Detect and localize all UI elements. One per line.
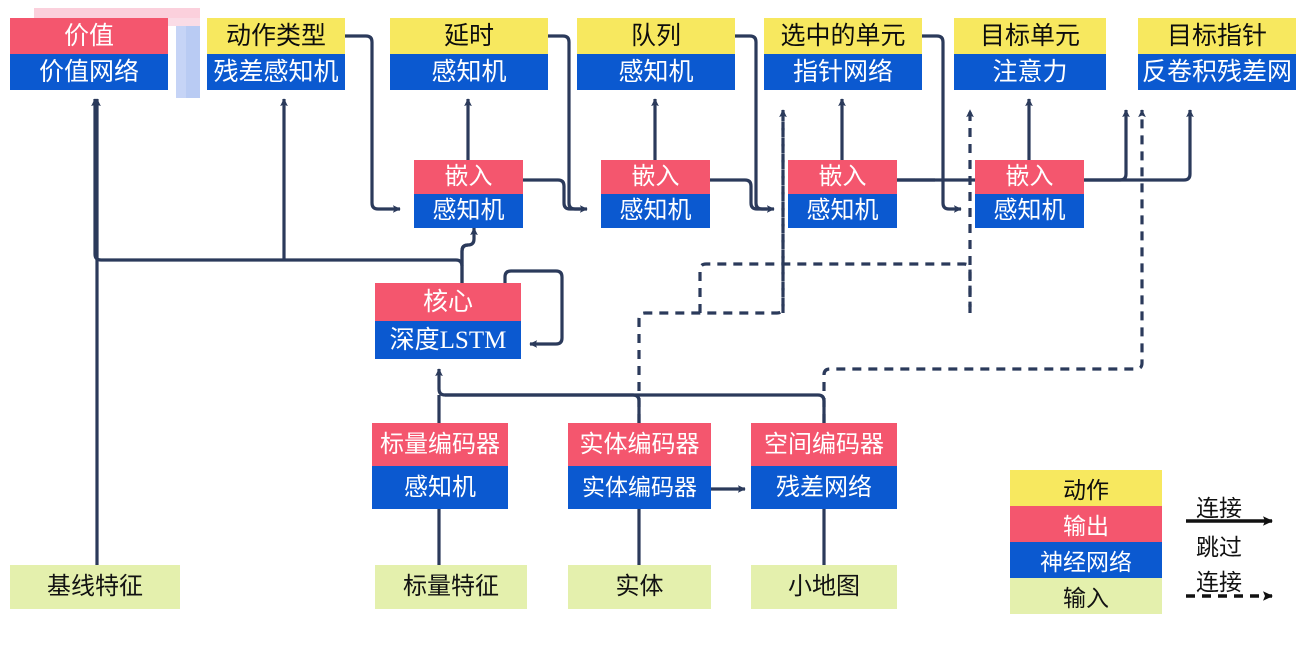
wire-embed1-to-embed2-link — [523, 178, 580, 211]
node-baseline-features-label: 基线特征 — [10, 565, 180, 609]
node-embed-2-output-row: 嵌入 — [601, 160, 710, 194]
node-embed-4-output-row: 嵌入 — [975, 160, 1084, 194]
node-embed-4[interactable]: 嵌入 感知机 — [975, 160, 1084, 228]
wire-spatialenc-to-core — [445, 393, 826, 423]
node-scalar-features-label: 标量特征 — [375, 565, 527, 609]
node-delay[interactable]: 延时 感知机 — [390, 18, 548, 90]
node-target-unit-network-row: 注意力 — [954, 54, 1106, 90]
node-delay-action-row: 延时 — [390, 18, 548, 54]
node-target-unit-action-row: 目标单元 — [954, 18, 1106, 54]
node-queue-network-row: 感知机 — [577, 54, 735, 90]
node-queue-action-row: 队列 — [577, 18, 735, 54]
wire-skip-entity-to-selectedunits — [637, 109, 787, 423]
node-delay-network-row: 感知机 — [390, 54, 548, 90]
node-baseline-features[interactable]: 基线特征 — [10, 565, 180, 609]
wire-core-up-stub — [460, 243, 469, 283]
wire-core-to-embed1 — [460, 227, 478, 283]
legend-swatch-input: 输入 — [1010, 578, 1162, 614]
wire-skip-spatial-to-targetpoint — [822, 109, 1146, 423]
node-scalar-encoder-output-row: 标量编码器 — [372, 423, 508, 466]
node-action-type[interactable]: 动作类型 残差感知机 — [207, 18, 345, 90]
legend-label-connection: 连接 — [1196, 496, 1242, 521]
node-spatial-encoder[interactable]: 空间编码器 残差网络 — [751, 423, 897, 509]
node-minimap[interactable]: 小地图 — [751, 565, 897, 609]
wire-embed2-to-embed3-link — [710, 178, 767, 211]
node-queue[interactable]: 队列 感知机 — [577, 18, 735, 90]
node-target-point-network-row: 反卷积残差网 — [1138, 54, 1296, 90]
node-scalar-features[interactable]: 标量特征 — [375, 565, 527, 609]
legend-swatch-output: 输出 — [1010, 506, 1162, 542]
node-spatial-encoder-network-row: 残差网络 — [751, 466, 897, 509]
node-embed-4-network-row: 感知机 — [975, 194, 1084, 228]
legend-swatch-network: 神经网络 — [1010, 542, 1162, 578]
node-entities-label: 实体 — [568, 565, 711, 609]
node-action-type-action-row: 动作类型 — [207, 18, 345, 54]
node-embed-3[interactable]: 嵌入 感知机 — [788, 160, 897, 228]
node-core-network-row: 深度LSTM — [375, 321, 521, 359]
legend-swatch-action: 动作 — [1010, 470, 1162, 506]
node-value[interactable]: 价值 价值网络 — [10, 18, 168, 90]
node-core-output-row: 核心 — [375, 283, 521, 321]
node-selected-units-action-row: 选中的单元 — [764, 18, 922, 54]
node-entity-encoder-output-row: 实体编码器 — [568, 423, 711, 466]
node-target-unit[interactable]: 目标单元 注意力 — [954, 18, 1106, 90]
node-entity-encoder-network-row: 实体编码器 — [568, 466, 711, 509]
node-core[interactable]: 核心 深度LSTM — [375, 283, 521, 359]
wire-entityenc-to-core — [435, 368, 641, 423]
node-target-point[interactable]: 目标指针 反卷积残差网 — [1138, 18, 1296, 90]
node-embed-1-output-row: 嵌入 — [414, 160, 523, 194]
node-minimap-label: 小地图 — [751, 565, 897, 609]
legend-label-skip-connection: 连接 — [1196, 570, 1242, 595]
node-scalar-encoder[interactable]: 标量编码器 感知机 — [372, 423, 508, 509]
wire-core-to-value — [91, 98, 464, 267]
node-embed-2-network-row: 感知机 — [601, 194, 710, 228]
legend-label-skip: 跳过 — [1196, 535, 1242, 560]
node-embed-2[interactable]: 嵌入 感知机 — [601, 160, 710, 228]
node-value-output-row: 价值 — [10, 18, 168, 54]
node-selected-units[interactable]: 选中的单元 指针网络 — [764, 18, 922, 90]
node-embed-1-network-row: 感知机 — [414, 194, 523, 228]
node-embed-3-output-row: 嵌入 — [788, 160, 897, 194]
legend-swatches: 动作 输出 神经网络 输入 — [1010, 470, 1162, 614]
wire-skip-branch-targetunit — [698, 262, 972, 313]
node-selected-units-network-row: 指针网络 — [764, 54, 922, 90]
node-embed-1[interactable]: 嵌入 感知机 — [414, 160, 523, 228]
node-embed-3-network-row: 感知机 — [788, 194, 897, 228]
node-scalar-encoder-network-row: 感知机 — [372, 466, 508, 509]
node-entity-encoder[interactable]: 实体编码器 实体编码器 — [568, 423, 711, 509]
node-entities[interactable]: 实体 — [568, 565, 711, 609]
node-target-point-action-row: 目标指针 — [1138, 18, 1296, 54]
node-value-network-row: 价值网络 — [10, 54, 168, 90]
node-action-type-network-row: 残差感知机 — [207, 54, 345, 90]
node-spatial-encoder-output-row: 空间编码器 — [751, 423, 897, 466]
wire-embed4-to-targetpoint — [1084, 109, 1130, 182]
